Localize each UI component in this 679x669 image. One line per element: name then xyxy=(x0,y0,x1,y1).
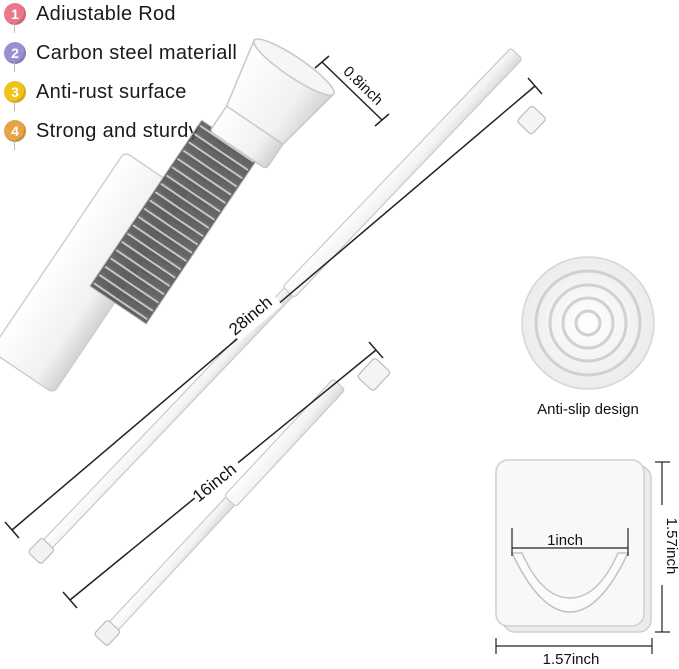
bracket-height-dimension: 1.57inch xyxy=(655,461,679,633)
spring-icon xyxy=(89,119,259,325)
feature-label: Adiustable Rod xyxy=(36,2,176,25)
rod-closeup xyxy=(0,38,335,392)
number-3-icon: 3 xyxy=(4,81,26,111)
number-2-icon: 2 xyxy=(4,42,26,72)
feature-label: Strong and sturdy xyxy=(36,119,199,142)
anti-slip-caption: Anti-slip design xyxy=(537,401,639,418)
feature-item: 4 Strong and sturdy xyxy=(4,117,199,150)
bracket-height-label: 1.57inch xyxy=(663,518,679,575)
feature-label: Anti-rust surface xyxy=(36,80,187,103)
long-rod xyxy=(28,48,546,564)
number-1-icon: 1 xyxy=(4,3,26,33)
bracket-icon xyxy=(495,459,652,633)
bracket-width-dimension: 1.57inch xyxy=(495,638,653,668)
bracket-width-label: 1.57inch xyxy=(543,651,600,668)
feature-item: 1 Adiustable Rod xyxy=(4,0,176,33)
hook-width-label: 1inch xyxy=(547,532,583,549)
anti-slip-pad-icon xyxy=(521,256,655,390)
number-4-icon: 4 xyxy=(4,120,26,150)
feature-label: Carbon steel materiall xyxy=(36,41,238,64)
end-cap-icon xyxy=(210,38,335,169)
hook-width-dimension: 1inch xyxy=(511,528,629,556)
feature-item: 3 Anti-rust surface xyxy=(4,78,187,111)
feature-item: 2 Carbon steel materiall xyxy=(4,39,238,72)
short-rod xyxy=(94,358,391,646)
